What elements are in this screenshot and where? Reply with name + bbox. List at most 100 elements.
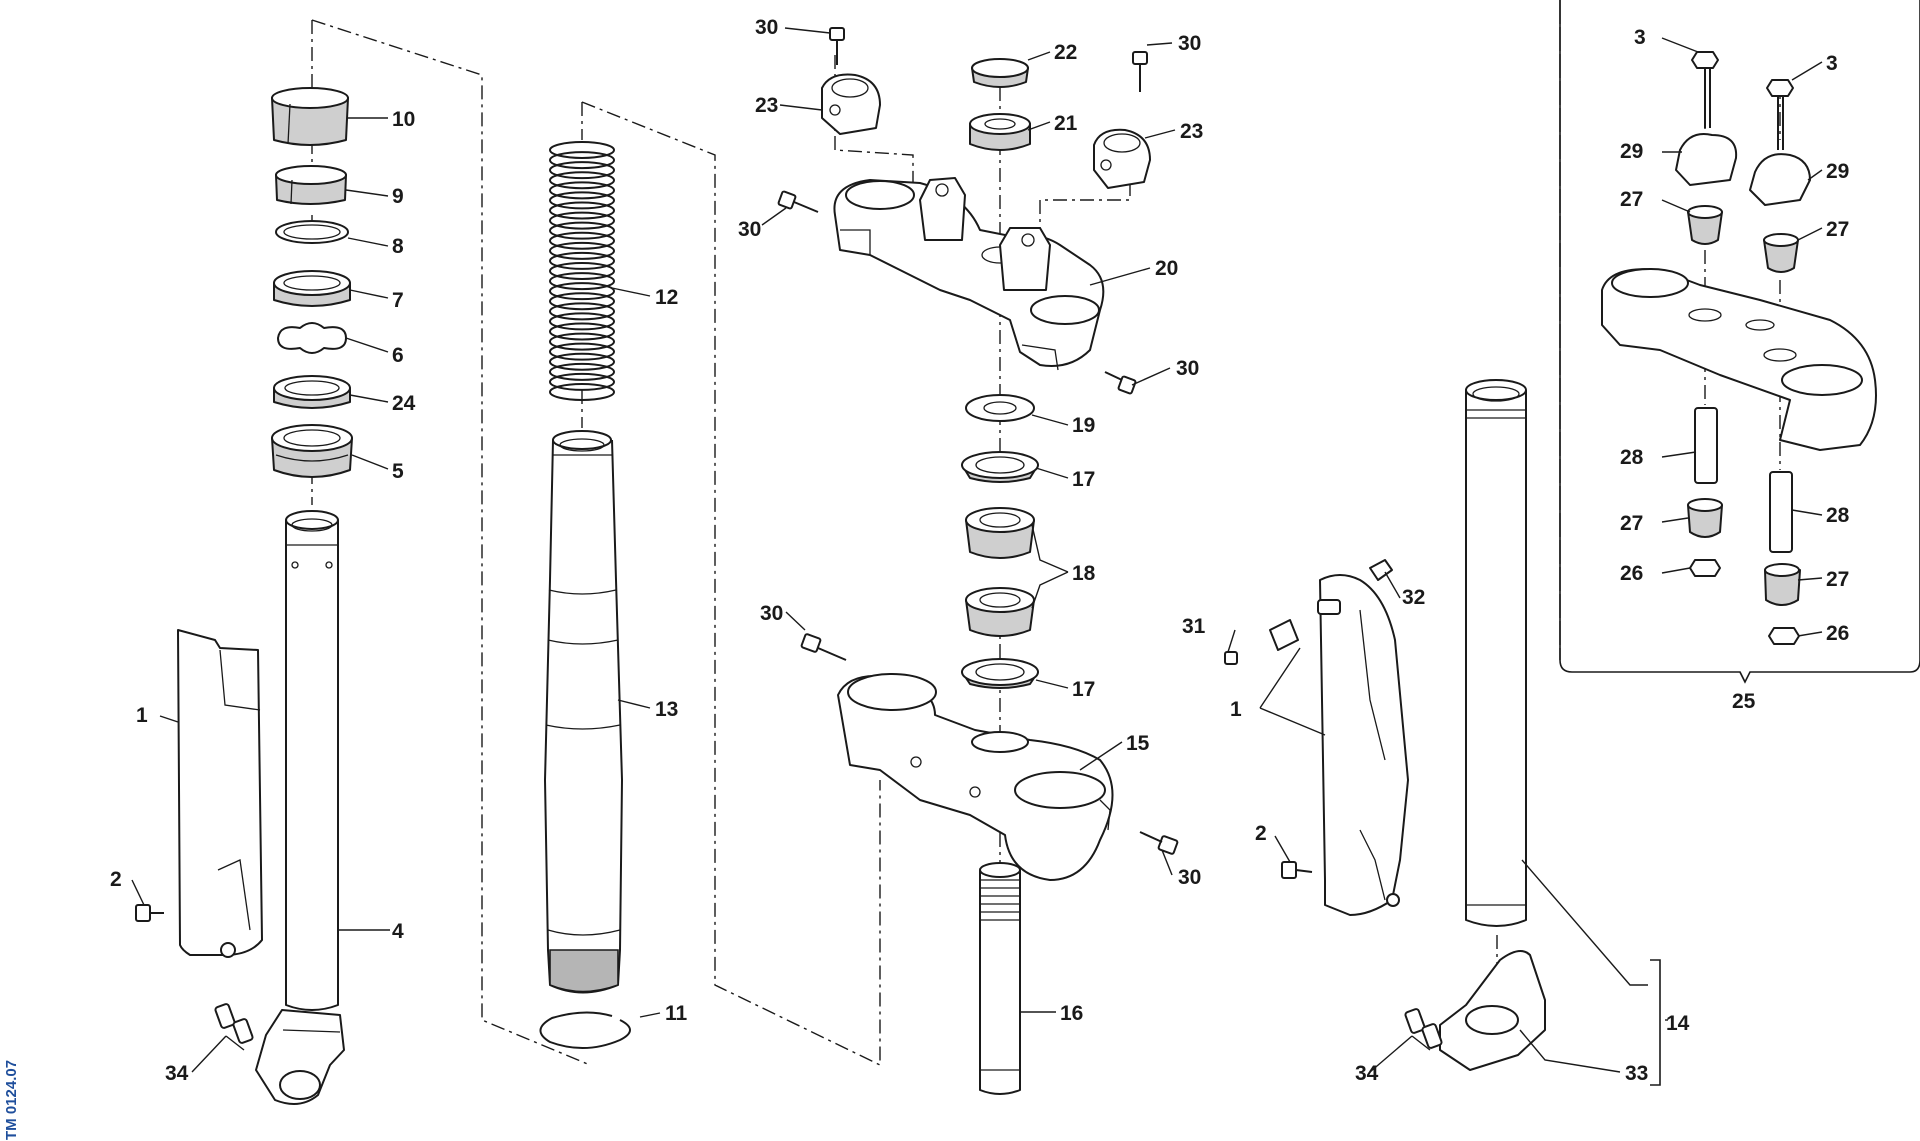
part-10-cap [271,87,349,146]
spring-coil [549,241,615,260]
part-12-spring [549,141,615,401]
part-22-cap [971,58,1029,88]
spring-coil [549,251,615,270]
part-19-washer [965,394,1035,422]
part-8-washer [275,220,349,244]
spring-coil [549,211,615,230]
label-27-b: 27 [1826,218,1849,241]
part-30-bolts-upper [777,27,1148,395]
spring-coil [549,191,615,210]
label-23-a: 23 [755,94,778,117]
label-34-right: 34 [1355,1062,1379,1085]
label-6: 6 [392,344,404,367]
part-7-seal [273,270,351,307]
label-26-b: 26 [1826,622,1849,645]
label-34-left: 34 [165,1062,189,1085]
drawing-code: TM 0124.07 [3,1060,20,1140]
spring-coil [549,262,615,280]
label-33: 33 [1625,1062,1648,1085]
part-23-bar-clamp-left [821,73,881,135]
label-7: 7 [392,289,404,312]
label-23-b: 23 [1180,120,1203,143]
spring-coil [549,231,615,250]
part-17-race-lower [961,658,1039,689]
part-1-guard-left [177,629,263,958]
spring-coil [549,372,615,391]
spring-coil [549,161,615,180]
label-4: 4 [392,920,404,943]
spring-coil [549,141,615,159]
label-30-a: 30 [755,16,778,39]
label-30-c: 30 [1178,32,1201,55]
spring-coil [549,272,615,291]
part-20-upper-triple-clamp [833,177,1105,371]
spring-coil [549,322,615,341]
spring-coil [549,201,615,220]
label-32: 32 [1402,586,1425,609]
part-6-clip [277,322,347,354]
label-27-a: 27 [1620,188,1643,211]
label-8: 8 [392,235,404,258]
spring-coil [549,282,615,301]
label-3-b: 3 [1826,52,1838,75]
label-15: 15 [1126,732,1150,755]
label-22: 22 [1054,41,1077,64]
part-5-nut [271,424,353,478]
part-23-bar-clamp-right [1093,128,1151,189]
label-3-a: 3 [1634,26,1646,49]
part-14-inner-tube-right [1465,379,1527,927]
leader-lines [131,27,1823,1073]
label-5: 5 [392,460,404,483]
part-30-bolts-lower [800,633,1179,855]
label-19: 19 [1072,414,1095,437]
label-2-right: 2 [1255,822,1267,845]
label-11: 11 [665,1002,688,1025]
label-12: 12 [655,286,678,309]
spring-coil [549,362,615,381]
label-17-a: 17 [1072,468,1095,491]
part-11-circlip [539,1011,631,1050]
label-30-d: 30 [1176,357,1199,380]
spring-coil [549,292,615,311]
part-33-axle-clamp-right [1404,950,1546,1071]
label-14: 14 [1666,1012,1690,1035]
label-29-a: 29 [1620,140,1643,163]
label-29-b: 29 [1826,160,1849,183]
label-30-b: 30 [738,218,761,241]
label-26-a: 26 [1620,562,1643,585]
part-1-guard-right [1317,574,1409,916]
label-28-a: 28 [1620,446,1644,469]
spring-coil [549,352,615,371]
spring-coil [549,181,615,200]
spring-coil [549,383,615,401]
part-13-outer-tube [544,430,623,994]
spring-coil [549,302,615,321]
part-21-nut [969,113,1031,151]
label-10: 10 [392,108,415,131]
spring-coil [549,312,615,331]
label-24: 24 [392,392,416,415]
label-9: 9 [392,185,404,208]
part-18-bearing-lower [965,587,1035,637]
spring-coil [549,332,615,351]
part-18-bearing-upper [965,507,1035,559]
group-14-bracket [1650,959,1661,1086]
spring-coil [549,221,615,240]
label-2-left: 2 [110,868,122,891]
label-1-right: 1 [1230,698,1242,721]
label-27-c: 27 [1620,512,1643,535]
label-31: 31 [1182,615,1206,638]
label-25: 25 [1732,690,1756,713]
part-16-steering-stem [979,862,1021,1095]
part-9-bushing [275,165,347,205]
part-24-ring [273,375,351,409]
spring-coil [549,151,615,170]
label-13: 13 [655,698,678,721]
label-16: 16 [1060,1002,1083,1025]
spring-coil [549,171,615,190]
label-27-d: 27 [1826,568,1849,591]
part-4-inner-tube [285,510,339,1011]
kit-25-offset-clamp [1601,51,1877,645]
label-20: 20 [1155,257,1178,280]
